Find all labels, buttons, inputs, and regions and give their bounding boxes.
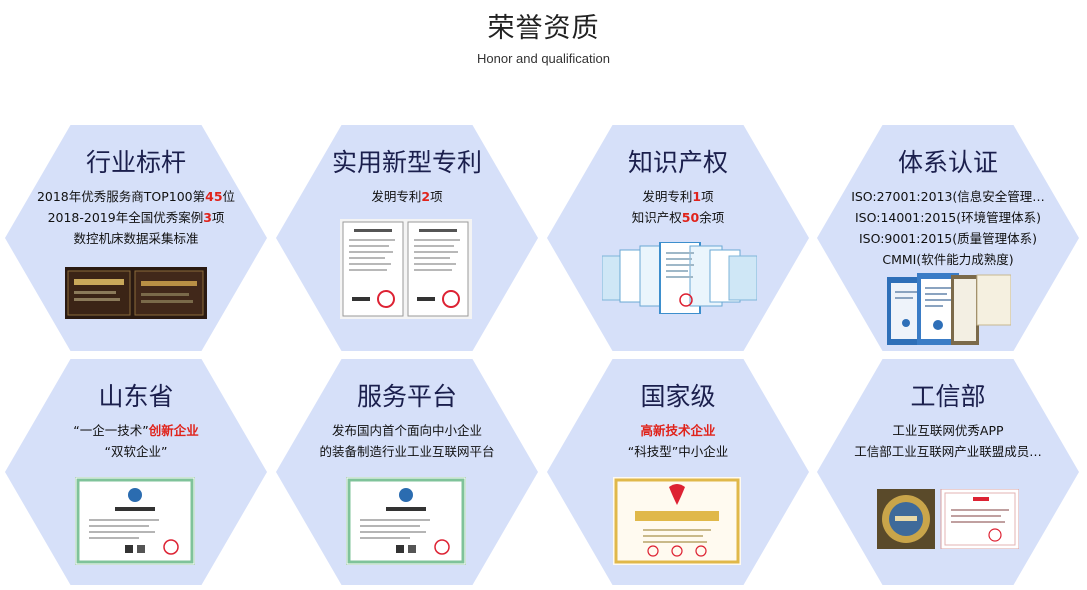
card-line: 发明专利1项 bbox=[577, 186, 779, 207]
card-line: 数控机床数据采集标准 bbox=[35, 228, 237, 249]
line-text: “一企一技术” bbox=[73, 423, 149, 438]
card-line: 知识产权50余项 bbox=[577, 207, 779, 228]
page-title: 荣誉资质 bbox=[487, 13, 600, 44]
card-line: “一企一技术”创新企业 bbox=[35, 420, 237, 441]
honor-card-service-platform: 服务平台 发布国内首个面向中小企业的装备制造行业工业互联网平台 bbox=[276, 359, 538, 585]
line-text: “科技型”中小企业 bbox=[627, 444, 729, 459]
line-text: 项 bbox=[211, 210, 225, 225]
highlight-text: 高新技术企业 bbox=[640, 423, 716, 438]
card-line: 工业互联网优秀APP bbox=[847, 420, 1049, 441]
card-title: 实用新型专利 bbox=[331, 148, 482, 177]
line-text: 数控机床数据采集标准 bbox=[73, 231, 199, 246]
line-text: 2018年优秀服务商TOP100第 bbox=[36, 189, 206, 204]
line-text: 发明专利 bbox=[642, 189, 693, 204]
line-text: ISO:9001:2015(质量管理体系) bbox=[858, 231, 1038, 246]
card-title: 国家级 bbox=[640, 382, 716, 411]
card-lines: 发明专利2项 bbox=[306, 186, 508, 207]
card-lines: “一企一技术”创新企业 “双软企业” bbox=[35, 420, 237, 462]
award-plaques-image bbox=[65, 267, 207, 319]
card-title: 知识产权 bbox=[627, 148, 728, 177]
card-title: 行业标杆 bbox=[85, 148, 186, 177]
card-line: ISO:14001:2015(环境管理体系) bbox=[847, 207, 1049, 228]
line-text: 余项 bbox=[699, 210, 725, 225]
line-text: 位 bbox=[222, 189, 236, 204]
miit-award-image bbox=[877, 489, 1019, 549]
card-line: 2018-2019年全国优秀案例3项 bbox=[35, 207, 237, 228]
software-enterprise-certificate-image bbox=[75, 477, 195, 565]
ip-certificates-image bbox=[602, 242, 757, 314]
card-line: 发布国内首个面向中小企业 bbox=[306, 420, 508, 441]
highlight-text: 1 bbox=[692, 189, 702, 204]
highlight-text: 3 bbox=[203, 210, 212, 225]
patent-certificates-image bbox=[340, 219, 472, 319]
card-line: 发明专利2项 bbox=[306, 186, 508, 207]
line-text: CMMI(软件能力成熟度) bbox=[882, 252, 1014, 267]
line-text: 项 bbox=[430, 189, 443, 204]
card-line: CMMI(软件能力成熟度) bbox=[847, 249, 1049, 270]
highlight-text: 创新企业 bbox=[148, 423, 199, 438]
line-text: 知识产权 bbox=[631, 210, 682, 225]
line-text: ISO:27001:2013(信息安全管理… bbox=[851, 189, 1045, 204]
card-line: “科技型”中小企业 bbox=[577, 441, 779, 462]
high-tech-enterprise-certificate-image bbox=[613, 477, 741, 565]
highlight-text: 45 bbox=[205, 189, 223, 204]
iso-certificates-image bbox=[887, 273, 1011, 345]
card-title: 山东省 bbox=[98, 382, 174, 411]
card-line: 2018年优秀服务商TOP100第45位 bbox=[35, 186, 237, 207]
card-lines: ISO:27001:2013(信息安全管理… ISO:14001:2015(环境管… bbox=[847, 186, 1049, 270]
line-text: ISO:14001:2015(环境管理体系) bbox=[855, 210, 1041, 225]
honor-card-shandong: 山东省 “一企一技术”创新企业 “双软企业” bbox=[5, 359, 267, 585]
card-title: 体系认证 bbox=[897, 148, 998, 177]
card-line: “双软企业” bbox=[35, 441, 237, 462]
honor-card-national: 国家级 高新技术企业 “科技型”中小企业 bbox=[547, 359, 809, 585]
honor-card-system-certification: 体系认证 ISO:27001:2013(信息安全管理… ISO:14001:201… bbox=[817, 125, 1079, 351]
highlight-text: 2 bbox=[421, 189, 431, 204]
page-subtitle: Honor and qualification bbox=[477, 51, 610, 66]
honor-card-ip: 知识产权 发明专利1项知识产权50余项 bbox=[547, 125, 809, 351]
card-title: 服务平台 bbox=[356, 382, 457, 411]
card-lines: 发明专利1项知识产权50余项 bbox=[577, 186, 779, 228]
line-text: 的装备制造行业工业互联网平台 bbox=[319, 444, 495, 459]
card-line: ISO:9001:2015(质量管理体系) bbox=[847, 228, 1049, 249]
line-text: 发明专利 bbox=[371, 189, 422, 204]
card-line: 的装备制造行业工业互联网平台 bbox=[306, 441, 508, 462]
card-lines: 工业互联网优秀APP 工信部工业互联网产业联盟成员… bbox=[847, 420, 1049, 462]
card-line: ISO:27001:2013(信息安全管理… bbox=[847, 186, 1049, 207]
line-text: 工业互联网优秀APP bbox=[892, 423, 1004, 438]
honor-card-miit: 工信部 工业互联网优秀APP 工信部工业互联网产业联盟成员… bbox=[817, 359, 1079, 585]
software-enterprise-certificate-image bbox=[346, 477, 466, 565]
card-line: 高新技术企业 bbox=[577, 420, 779, 441]
card-lines: 高新技术企业 “科技型”中小企业 bbox=[577, 420, 779, 462]
line-text: “双软企业” bbox=[104, 444, 168, 459]
card-title: 工信部 bbox=[910, 382, 986, 411]
line-text: 2018-2019年全国优秀案例 bbox=[47, 210, 204, 225]
card-line: 工信部工业互联网产业联盟成员… bbox=[847, 441, 1049, 462]
line-text: 工信部工业互联网产业联盟成员… bbox=[854, 444, 1042, 459]
line-text: 项 bbox=[701, 189, 714, 204]
honor-card-utility-patent: 实用新型专利 发明专利2项 bbox=[276, 125, 538, 351]
line-text: 发布国内首个面向中小企业 bbox=[331, 423, 482, 438]
card-lines: 发布国内首个面向中小企业的装备制造行业工业互联网平台 bbox=[306, 420, 508, 462]
highlight-text: 50 bbox=[681, 210, 700, 225]
